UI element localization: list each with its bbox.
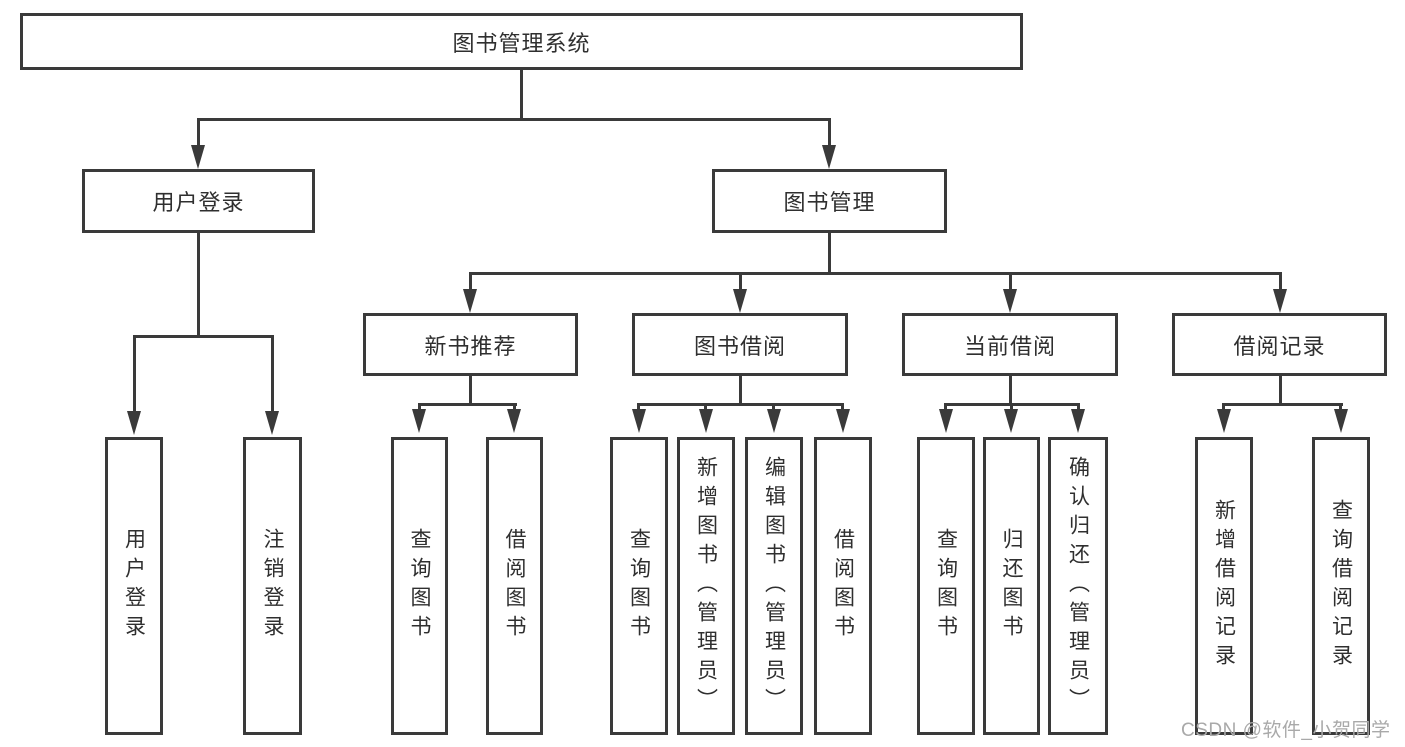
connector-line [1222, 403, 1343, 406]
connector-arrow [767, 409, 781, 433]
leaf-current-query-books: 查询图书 [917, 437, 975, 735]
connector-arrow [127, 411, 141, 435]
leaf-logout: 注销登录 [243, 437, 302, 735]
connector-arrow [699, 409, 713, 433]
connector-arrow [1334, 409, 1348, 433]
connector-line [197, 118, 831, 121]
watermark: CSDN @软件_小贺同学 [1181, 720, 1391, 741]
connector-line [739, 376, 742, 406]
leaf-records-add-record: 新增借阅记录 [1195, 437, 1253, 735]
node-current-borrow: 当前借阅 [902, 313, 1118, 376]
connector-arrow [191, 145, 205, 169]
leaf-records-query-record: 查询借阅记录 [1312, 437, 1370, 735]
leaf-borrow-query-books: 查询图书 [610, 437, 668, 735]
connector-line [637, 403, 844, 406]
node-new-book-recommend-label: 新书推荐 [424, 333, 517, 359]
connector-line [133, 335, 136, 413]
leaf-records-query-record-label: 查询借阅记录 [1329, 499, 1353, 673]
leaf-recommend-borrow-books-label: 借阅图书 [503, 528, 526, 644]
leaf-borrow-borrow-books-label: 借阅图书 [831, 528, 855, 644]
leaf-borrow-edit-book-admin-label: 编辑图书（管理员） [762, 455, 786, 717]
connector-line [469, 376, 472, 406]
node-book-borrow: 图书借阅 [632, 313, 848, 376]
connector-line [197, 233, 200, 338]
connector-arrow [822, 145, 836, 169]
connector-line [520, 70, 523, 120]
connector-line [828, 118, 831, 148]
connector-line [469, 272, 472, 292]
connector-arrow [632, 409, 646, 433]
connector-line [828, 233, 831, 275]
connector-arrow [265, 411, 279, 435]
node-user-login: 用户登录 [82, 169, 315, 233]
connector-arrow [1273, 289, 1287, 313]
connector-arrow [412, 409, 426, 433]
connector-arrow [733, 289, 747, 313]
leaf-current-return-books-label: 归还图书 [1000, 528, 1023, 644]
connector-arrow [463, 289, 477, 313]
leaf-current-confirm-return-admin: 确认归还（管理员） [1048, 437, 1108, 735]
leaf-borrow-add-book-admin-label: 新增图书（管理员） [694, 455, 718, 717]
leaf-user-login: 用户登录 [105, 437, 163, 735]
node-new-book-recommend: 新书推荐 [363, 313, 578, 376]
node-root-label: 图书管理系统 [452, 30, 591, 56]
connector-arrow [507, 409, 521, 433]
node-book-management-label: 图书管理 [783, 190, 876, 215]
connector-line [271, 335, 274, 413]
node-root-system: 图书管理系统 [20, 13, 1023, 70]
leaf-recommend-borrow-books: 借阅图书 [486, 437, 543, 735]
leaf-borrow-borrow-books: 借阅图书 [814, 437, 872, 735]
node-book-management: 图书管理 [712, 169, 947, 233]
connector-line [197, 118, 200, 148]
connector-arrow [1003, 289, 1017, 313]
leaf-recommend-query-books: 查询图书 [391, 437, 448, 735]
connector-line [739, 272, 742, 292]
node-borrow-records-label: 借阅记录 [1233, 333, 1326, 359]
connector-line [133, 335, 274, 338]
leaf-current-confirm-return-admin-label: 确认归还（管理员） [1066, 455, 1090, 717]
node-book-borrow-label: 图书借阅 [693, 333, 786, 359]
leaf-records-add-record-label: 新增借阅记录 [1212, 499, 1236, 673]
connector-line [1009, 376, 1012, 406]
leaf-borrow-edit-book-admin: 编辑图书（管理员） [745, 437, 803, 735]
connector-arrow [836, 409, 850, 433]
leaf-logout-label: 注销登录 [261, 528, 284, 644]
connector-line [1279, 376, 1282, 406]
leaf-borrow-query-books-label: 查询图书 [627, 528, 651, 644]
node-borrow-records: 借阅记录 [1172, 313, 1387, 376]
connector-line [418, 403, 517, 406]
leaf-recommend-query-books-label: 查询图书 [408, 528, 431, 644]
connector-arrow [1004, 409, 1018, 433]
connector-line [469, 272, 1282, 275]
leaf-user-login-label: 用户登录 [122, 528, 146, 644]
leaf-current-query-books-label: 查询图书 [934, 528, 958, 644]
leaf-current-return-books: 归还图书 [983, 437, 1040, 735]
connector-line [1009, 272, 1012, 292]
connector-arrow [939, 409, 953, 433]
connector-line [1279, 272, 1282, 292]
connector-arrow [1217, 409, 1231, 433]
node-current-borrow-label: 当前借阅 [963, 333, 1056, 359]
connector-arrow [1071, 409, 1085, 433]
node-user-login-label: 用户登录 [152, 190, 245, 215]
leaf-borrow-add-book-admin: 新增图书（管理员） [677, 437, 735, 735]
